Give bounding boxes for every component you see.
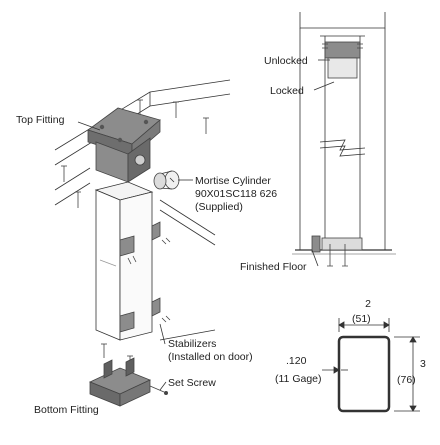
dim-wall-in: .120 [286,355,307,367]
label-installed-on-door: (Installed on door) [168,351,253,363]
top-screws [61,99,209,208]
stabilizer-upper [119,221,171,265]
dim-width-mm: (51) [352,313,371,325]
tube-cross-section [322,318,420,413]
exploded-view [54,79,231,407]
vertical-tube [94,181,154,341]
jamb-lines [159,199,216,341]
label-stabilizers: Stabilizers [168,338,217,350]
dim-height-in: 3 [420,358,426,370]
dim-wall-gage: (11 Gage) [275,373,322,385]
leader-lines [77,59,335,391]
section-view [292,12,396,267]
label-supplied: (Supplied) [195,201,243,213]
dim-height-mm: (76) [397,374,416,386]
label-mortise-cylinder: Mortise Cylinder [195,175,271,187]
label-bottom-fitting: Bottom Fitting [34,404,99,416]
header-lines [54,79,231,206]
label-locked: Locked [270,85,304,97]
label-top-fitting: Top Fitting [16,114,65,126]
label-unlocked: Unlocked [264,55,308,67]
label-set-screw: Set Screw [168,377,216,389]
dim-width-in: 2 [365,298,371,310]
label-cylinder-part-number: 90X01SC118 626 [195,188,278,200]
stabilizer-lower [119,297,171,333]
label-finished-floor: Finished Floor [240,261,307,273]
bottom-fitting [88,357,168,407]
top-fitting [87,107,161,183]
mortise-cylinder [153,170,180,190]
